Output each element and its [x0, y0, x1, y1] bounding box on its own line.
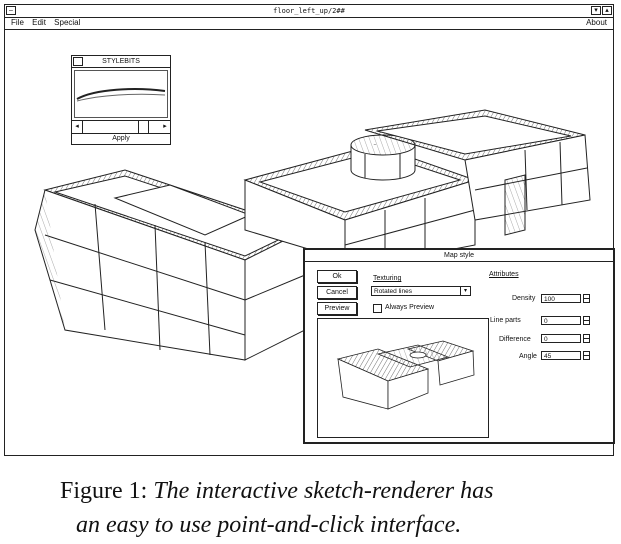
- line-parts-label: Line parts: [490, 317, 521, 324]
- caption-text-1: The interactive sketch-renderer has: [153, 478, 494, 504]
- ok-button[interactable]: Ok: [317, 270, 357, 283]
- texturing-label: Texturing: [373, 275, 402, 282]
- caption-text-2: an easy to use point-and-click interface…: [76, 512, 462, 538]
- menu-special[interactable]: Special: [54, 18, 81, 27]
- app-window: – floor_left_up/2## ▾ ▴ File Edit Specia…: [4, 4, 615, 456]
- scroll-separator: [138, 121, 139, 133]
- apply-button[interactable]: Apply: [112, 135, 130, 142]
- texturing-value: Rotated lines: [374, 288, 412, 295]
- down-arrow-icon: ▾: [594, 7, 598, 14]
- angle-field[interactable]: 45: [541, 351, 581, 360]
- density-stepper[interactable]: [583, 294, 590, 303]
- angle-label: Angle: [519, 353, 537, 360]
- map-style-dialog: Map style Ok Cancel Preview Texturing Ro…: [303, 248, 615, 444]
- line-parts-stepper[interactable]: [583, 316, 590, 325]
- building-model: [34, 109, 591, 361]
- preview-button[interactable]: Preview: [317, 302, 357, 315]
- difference-field[interactable]: 0: [541, 334, 581, 343]
- dash-icon: –: [9, 7, 13, 14]
- caption-line-1: Figure 1: The interactive sketch-rendere…: [60, 474, 616, 508]
- maximize-button[interactable]: ▴: [602, 6, 612, 15]
- caption-lead: Figure 1:: [60, 478, 148, 504]
- menu-bar: File Edit Special About: [5, 17, 613, 30]
- minimize-button[interactable]: ▾: [591, 6, 601, 15]
- palette-title-bar: STYLEBITS: [72, 56, 170, 68]
- menu-edit[interactable]: Edit: [32, 18, 46, 27]
- line-parts-field[interactable]: 0: [541, 316, 581, 325]
- angle-stepper[interactable]: [583, 351, 590, 360]
- dialog-title: Map style: [305, 250, 613, 262]
- palette-system-menu-button[interactable]: [73, 57, 83, 66]
- scroll-separator: [148, 121, 149, 133]
- difference-label: Difference: [499, 336, 531, 343]
- left-arrow-icon[interactable]: ◂: [75, 123, 79, 130]
- chevron-down-icon[interactable]: ▾: [460, 287, 470, 295]
- title-bar: – floor_left_up/2## ▾ ▴: [5, 5, 613, 18]
- always-preview-checkbox[interactable]: [373, 304, 382, 313]
- window-title: floor_left_up/2##: [273, 7, 345, 15]
- system-menu-button[interactable]: –: [6, 6, 16, 15]
- up-arrow-icon: ▴: [605, 7, 609, 14]
- density-label: Density: [512, 295, 536, 302]
- figure-caption: Figure 1: The interactive sketch-rendere…: [60, 474, 616, 542]
- render-viewport[interactable]: [5, 30, 613, 455]
- stroke-swatch[interactable]: [74, 70, 168, 118]
- palette-title: STYLEBITS: [102, 58, 140, 65]
- right-arrow-icon[interactable]: ▸: [163, 123, 167, 130]
- preview-pane: [317, 318, 489, 438]
- menu-about[interactable]: About: [586, 18, 607, 27]
- texturing-select[interactable]: Rotated lines ▾: [371, 286, 471, 296]
- palette-scrollbar[interactable]: ◂ ▸: [72, 120, 170, 134]
- menu-file[interactable]: File: [11, 18, 24, 27]
- difference-stepper[interactable]: [583, 334, 590, 343]
- attributes-label: Attributes: [489, 271, 519, 278]
- stylebits-palette: STYLEBITS ◂ ▸ Apply: [71, 55, 171, 145]
- cancel-button[interactable]: Cancel: [317, 286, 357, 299]
- density-field[interactable]: 100: [541, 294, 581, 303]
- always-preview-label: Always Preview: [385, 304, 435, 311]
- preview-building-model: [336, 340, 475, 410]
- scroll-separator: [82, 121, 83, 133]
